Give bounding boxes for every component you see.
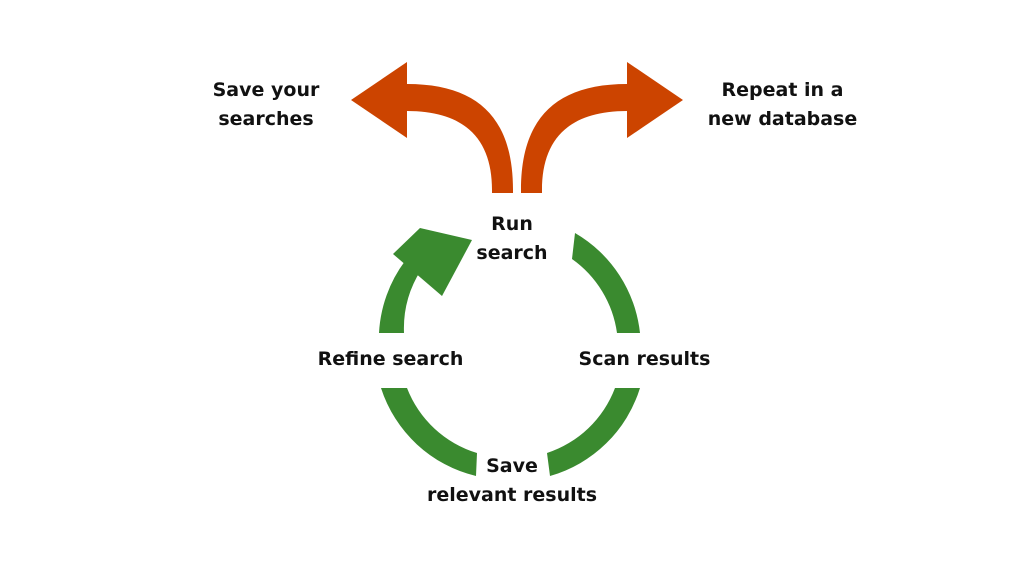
arrowhead-repeat-database — [627, 62, 683, 138]
label-run-search: Run search — [462, 210, 562, 268]
label-line: Run — [491, 213, 533, 235]
label-line: new database — [707, 108, 858, 130]
arrowhead-save-searches — [351, 62, 407, 138]
label-line: Refine search — [317, 348, 464, 370]
label-repeat-in-new-database: Repeat in a new database — [700, 76, 865, 134]
arrow-repeat-database — [521, 84, 627, 193]
arc-run-to-scan — [572, 233, 640, 333]
arc-refine-to-run — [379, 261, 421, 333]
arc-scan-to-save — [547, 388, 640, 476]
label-line: searches — [218, 108, 314, 130]
label-line: Repeat in a — [721, 79, 844, 101]
arc-save-to-refine — [381, 388, 477, 476]
label-line: search — [476, 242, 548, 264]
label-line: Scan results — [578, 348, 711, 370]
label-line: relevant results — [426, 484, 598, 506]
arrow-save-searches — [407, 84, 513, 193]
label-save-relevant-results: Save relevant results — [422, 452, 602, 510]
label-scan-results: Scan results — [572, 345, 717, 374]
label-line: Save — [486, 455, 538, 477]
label-refine-search: Refine search — [308, 345, 473, 374]
arrowhead-refine-to-run — [393, 228, 472, 296]
label-line: Save your — [212, 79, 320, 101]
label-save-your-searches: Save your searches — [201, 76, 331, 134]
